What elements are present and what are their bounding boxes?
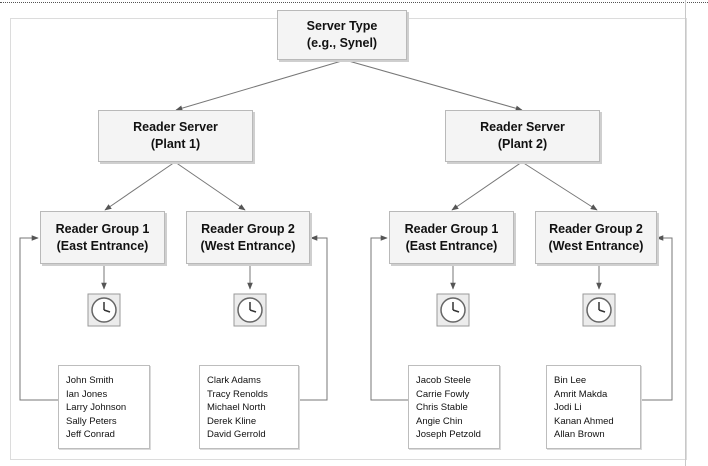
clock-icon	[87, 293, 121, 327]
link-plant2-group1	[451, 161, 523, 211]
link-plant2-group2	[521, 161, 598, 211]
plant2-group1-line2: (East Entrance)	[405, 238, 498, 253]
member-name: Tracy Renolds	[207, 388, 268, 400]
member-name: Chris Stable	[416, 402, 468, 414]
link-server-plant1	[175, 59, 346, 111]
link-plant1-group1	[104, 161, 176, 211]
plant1-group2-line2: (West Entrance)	[200, 238, 296, 253]
top-dotted-border	[0, 2, 708, 3]
clock-icon	[436, 293, 470, 327]
member-name: Jodi Li	[554, 402, 582, 414]
server-type-node: Server Type (e.g., Synel)	[277, 10, 407, 60]
member-name: David Gerrold	[207, 429, 266, 441]
member-name: Clark Adams	[207, 375, 261, 386]
plant2-group2-line2: (West Entrance)	[548, 238, 644, 253]
member-name: Sally Peters	[66, 415, 117, 427]
member-name: Carrie Fowly	[416, 388, 470, 400]
member-name: Jacob Steele	[416, 375, 471, 386]
loop-p2g2	[641, 235, 673, 401]
plant2-reader-group2: Reader Group 2 (West Entrance)	[535, 211, 657, 264]
server-type-line1: Server Type	[306, 19, 378, 33]
member-name: Angie Chin	[416, 415, 463, 427]
plant1-reader-group1: Reader Group 1 (East Entrance)	[40, 211, 165, 264]
member-name: Larry Johnson	[66, 402, 127, 414]
member-name: Derek Kline	[207, 415, 257, 427]
reader-server-plant1-line2: (Plant 1)	[150, 137, 201, 151]
right-edge-line	[685, 0, 686, 466]
loop-p2g1	[370, 235, 408, 401]
plant1-group2-members: Clark Adams Tracy Renolds Michael North …	[199, 365, 299, 449]
reader-server-plant2-line2: (Plant 2)	[497, 137, 548, 151]
plant1-reader-group2: Reader Group 2 (West Entrance)	[186, 211, 310, 264]
reader-server-plant1: Reader Server (Plant 1)	[98, 110, 253, 162]
server-type-line2: (e.g., Synel)	[306, 36, 378, 50]
member-name: Michael North	[207, 402, 266, 414]
plant2-group1-line1: Reader Group 1	[404, 221, 499, 236]
plant1-group2-line1: Reader Group 2	[201, 221, 295, 236]
reader-server-plant2-line1: Reader Server	[480, 120, 565, 134]
plant1-group1-line1: Reader Group 1	[55, 221, 150, 236]
plant2-group1-members: Jacob Steele Carrie Fowly Chris Stable A…	[408, 365, 500, 449]
member-name: John Smith	[66, 375, 114, 386]
member-name: Ian Jones	[66, 388, 108, 400]
loop-p1g1	[19, 235, 58, 401]
member-name: Kanan Ahmed	[554, 415, 614, 427]
member-name: Amrit Makda	[554, 388, 608, 400]
loop-p1g2	[299, 235, 328, 401]
link-server-plant2	[344, 59, 523, 111]
clock-icon	[582, 293, 616, 327]
member-name: Jeff Conrad	[66, 429, 115, 441]
reader-server-plant2: Reader Server (Plant 2)	[445, 110, 600, 162]
clock-icon	[233, 293, 267, 327]
plant2-group2-members: Bin Lee Amrit Makda Jodi Li Kanan Ahmed …	[546, 365, 641, 449]
plant1-group1-line2: (East Entrance)	[56, 238, 149, 253]
member-name: Bin Lee	[554, 375, 587, 386]
link-plant1-group2	[174, 161, 246, 211]
member-name: Allan Brown	[554, 429, 605, 441]
plant2-reader-group1: Reader Group 1 (East Entrance)	[389, 211, 514, 264]
plant2-group2-line1: Reader Group 2	[549, 221, 643, 236]
reader-server-plant1-line1: Reader Server	[133, 120, 218, 134]
plant1-group1-members: John Smith Ian Jones Larry Johnson Sally…	[58, 365, 150, 449]
member-name: Joseph Petzold	[416, 429, 481, 441]
